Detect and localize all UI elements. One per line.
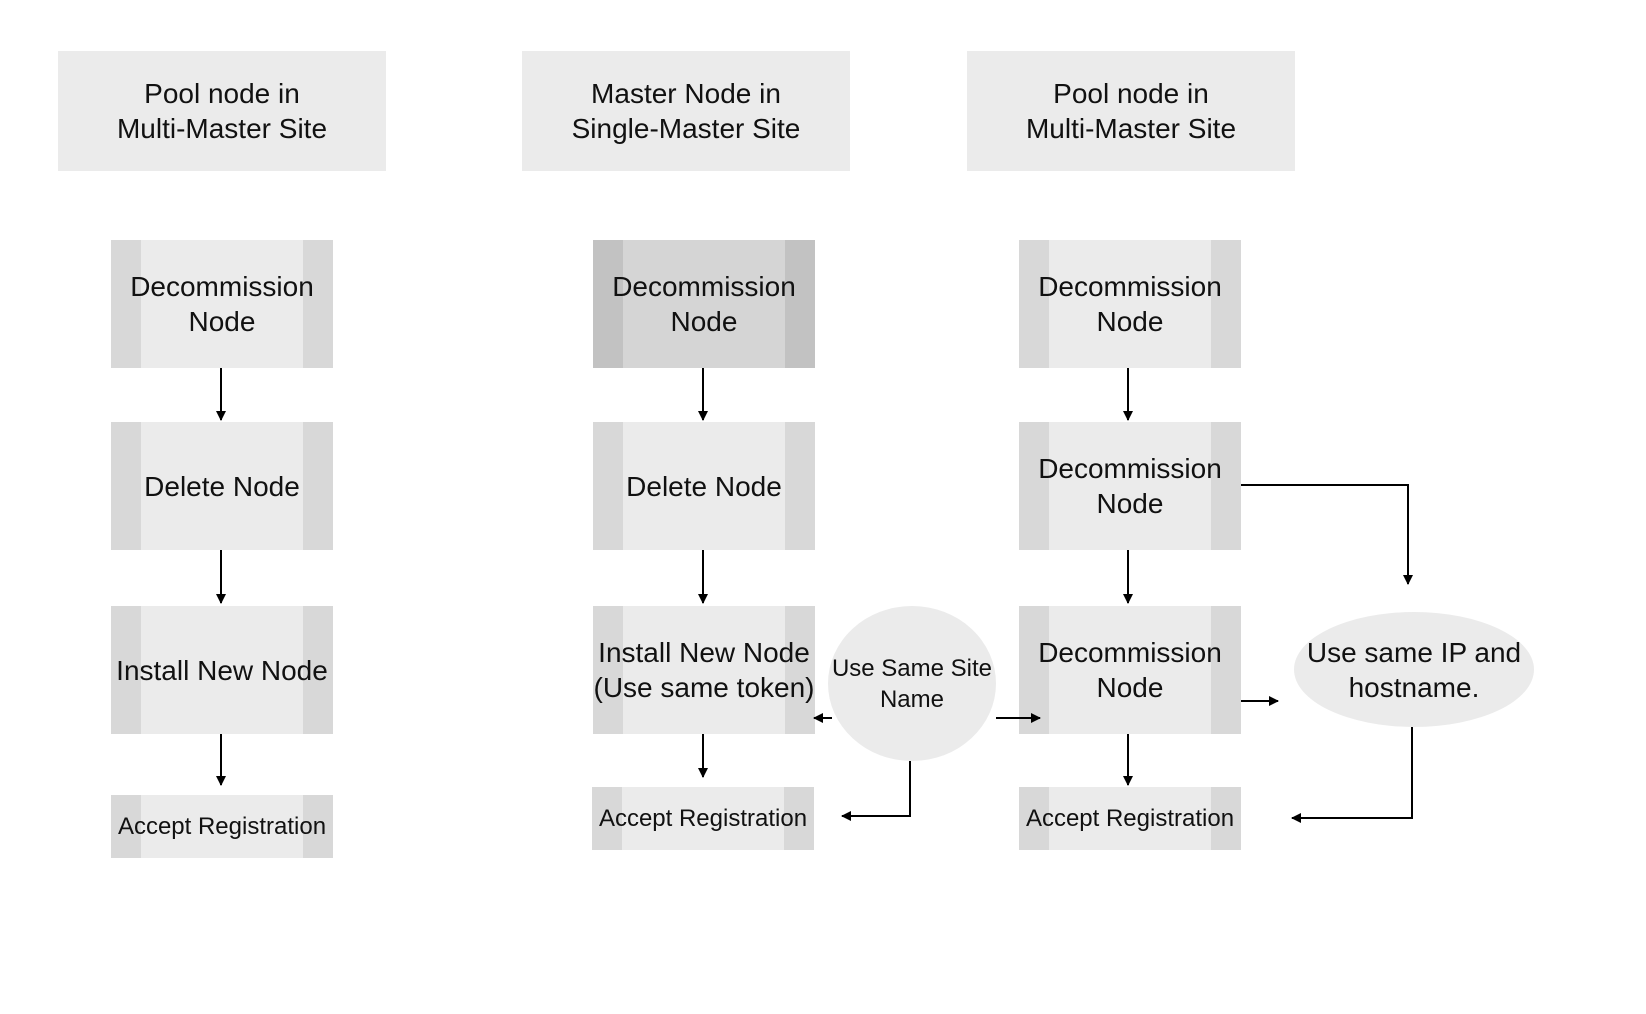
column-1-header: Pool node in Multi-Master Site [58,51,386,171]
col2-step-2-label: Delete Node [626,470,782,502]
col1-step-1-label: Decommission Node [130,271,314,337]
decommission-to-ip-arrow [1241,484,1413,585]
col2-step-4-label: Accept Registration [598,805,808,832]
col2-step-accept-registration: Accept Registration [592,787,814,850]
sitename-to-accept-arrow [841,761,911,821]
col3-step-1-label: Decommission Node [1038,271,1222,337]
col1-step-install-new-node: Install New Node [111,606,333,734]
col2-step-1-label: Decommission Node [612,271,796,337]
col1-step-decommission-node: Decommission Node [111,240,333,368]
col3-step-decommission-node-1: Decommission Node [1019,240,1241,368]
col1-step-4-label: Accept Registration [117,813,327,840]
col1-step-delete-node: Delete Node [111,422,333,550]
column-3-header: Pool node in Multi-Master Site [967,51,1295,171]
note-use-same-site-name: Use Same Site Name [828,606,996,761]
column-2-header: Master Node in Single-Master Site [522,51,850,171]
col1-step-3-label: Install New Node [116,654,328,686]
col1-step-accept-registration: Accept Registration [111,795,333,858]
col2-step-decommission-node: Decommission Node [593,240,815,368]
col3-step-4-label: Accept Registration [1025,805,1235,832]
note-use-same-ip-hostname: Use same IP and hostname. [1294,612,1534,727]
col3-step-decommission-node-3: Decommission Node [1019,606,1241,734]
col2-step-delete-node: Delete Node [593,422,815,550]
col3-step-3-label: Decommission Node [1038,637,1222,703]
col3-step-decommission-node-2: Decommission Node [1019,422,1241,550]
col3-step-accept-registration: Accept Registration [1019,787,1241,850]
col1-step-2-label: Delete Node [144,470,300,502]
col2-step-install-new-node: Install New Node (Use same token) [593,606,815,734]
col3-step-2-label: Decommission Node [1038,453,1222,519]
ip-to-accept-arrow [1291,727,1413,823]
col2-step-3-label: Install New Node (Use same token) [593,637,815,703]
